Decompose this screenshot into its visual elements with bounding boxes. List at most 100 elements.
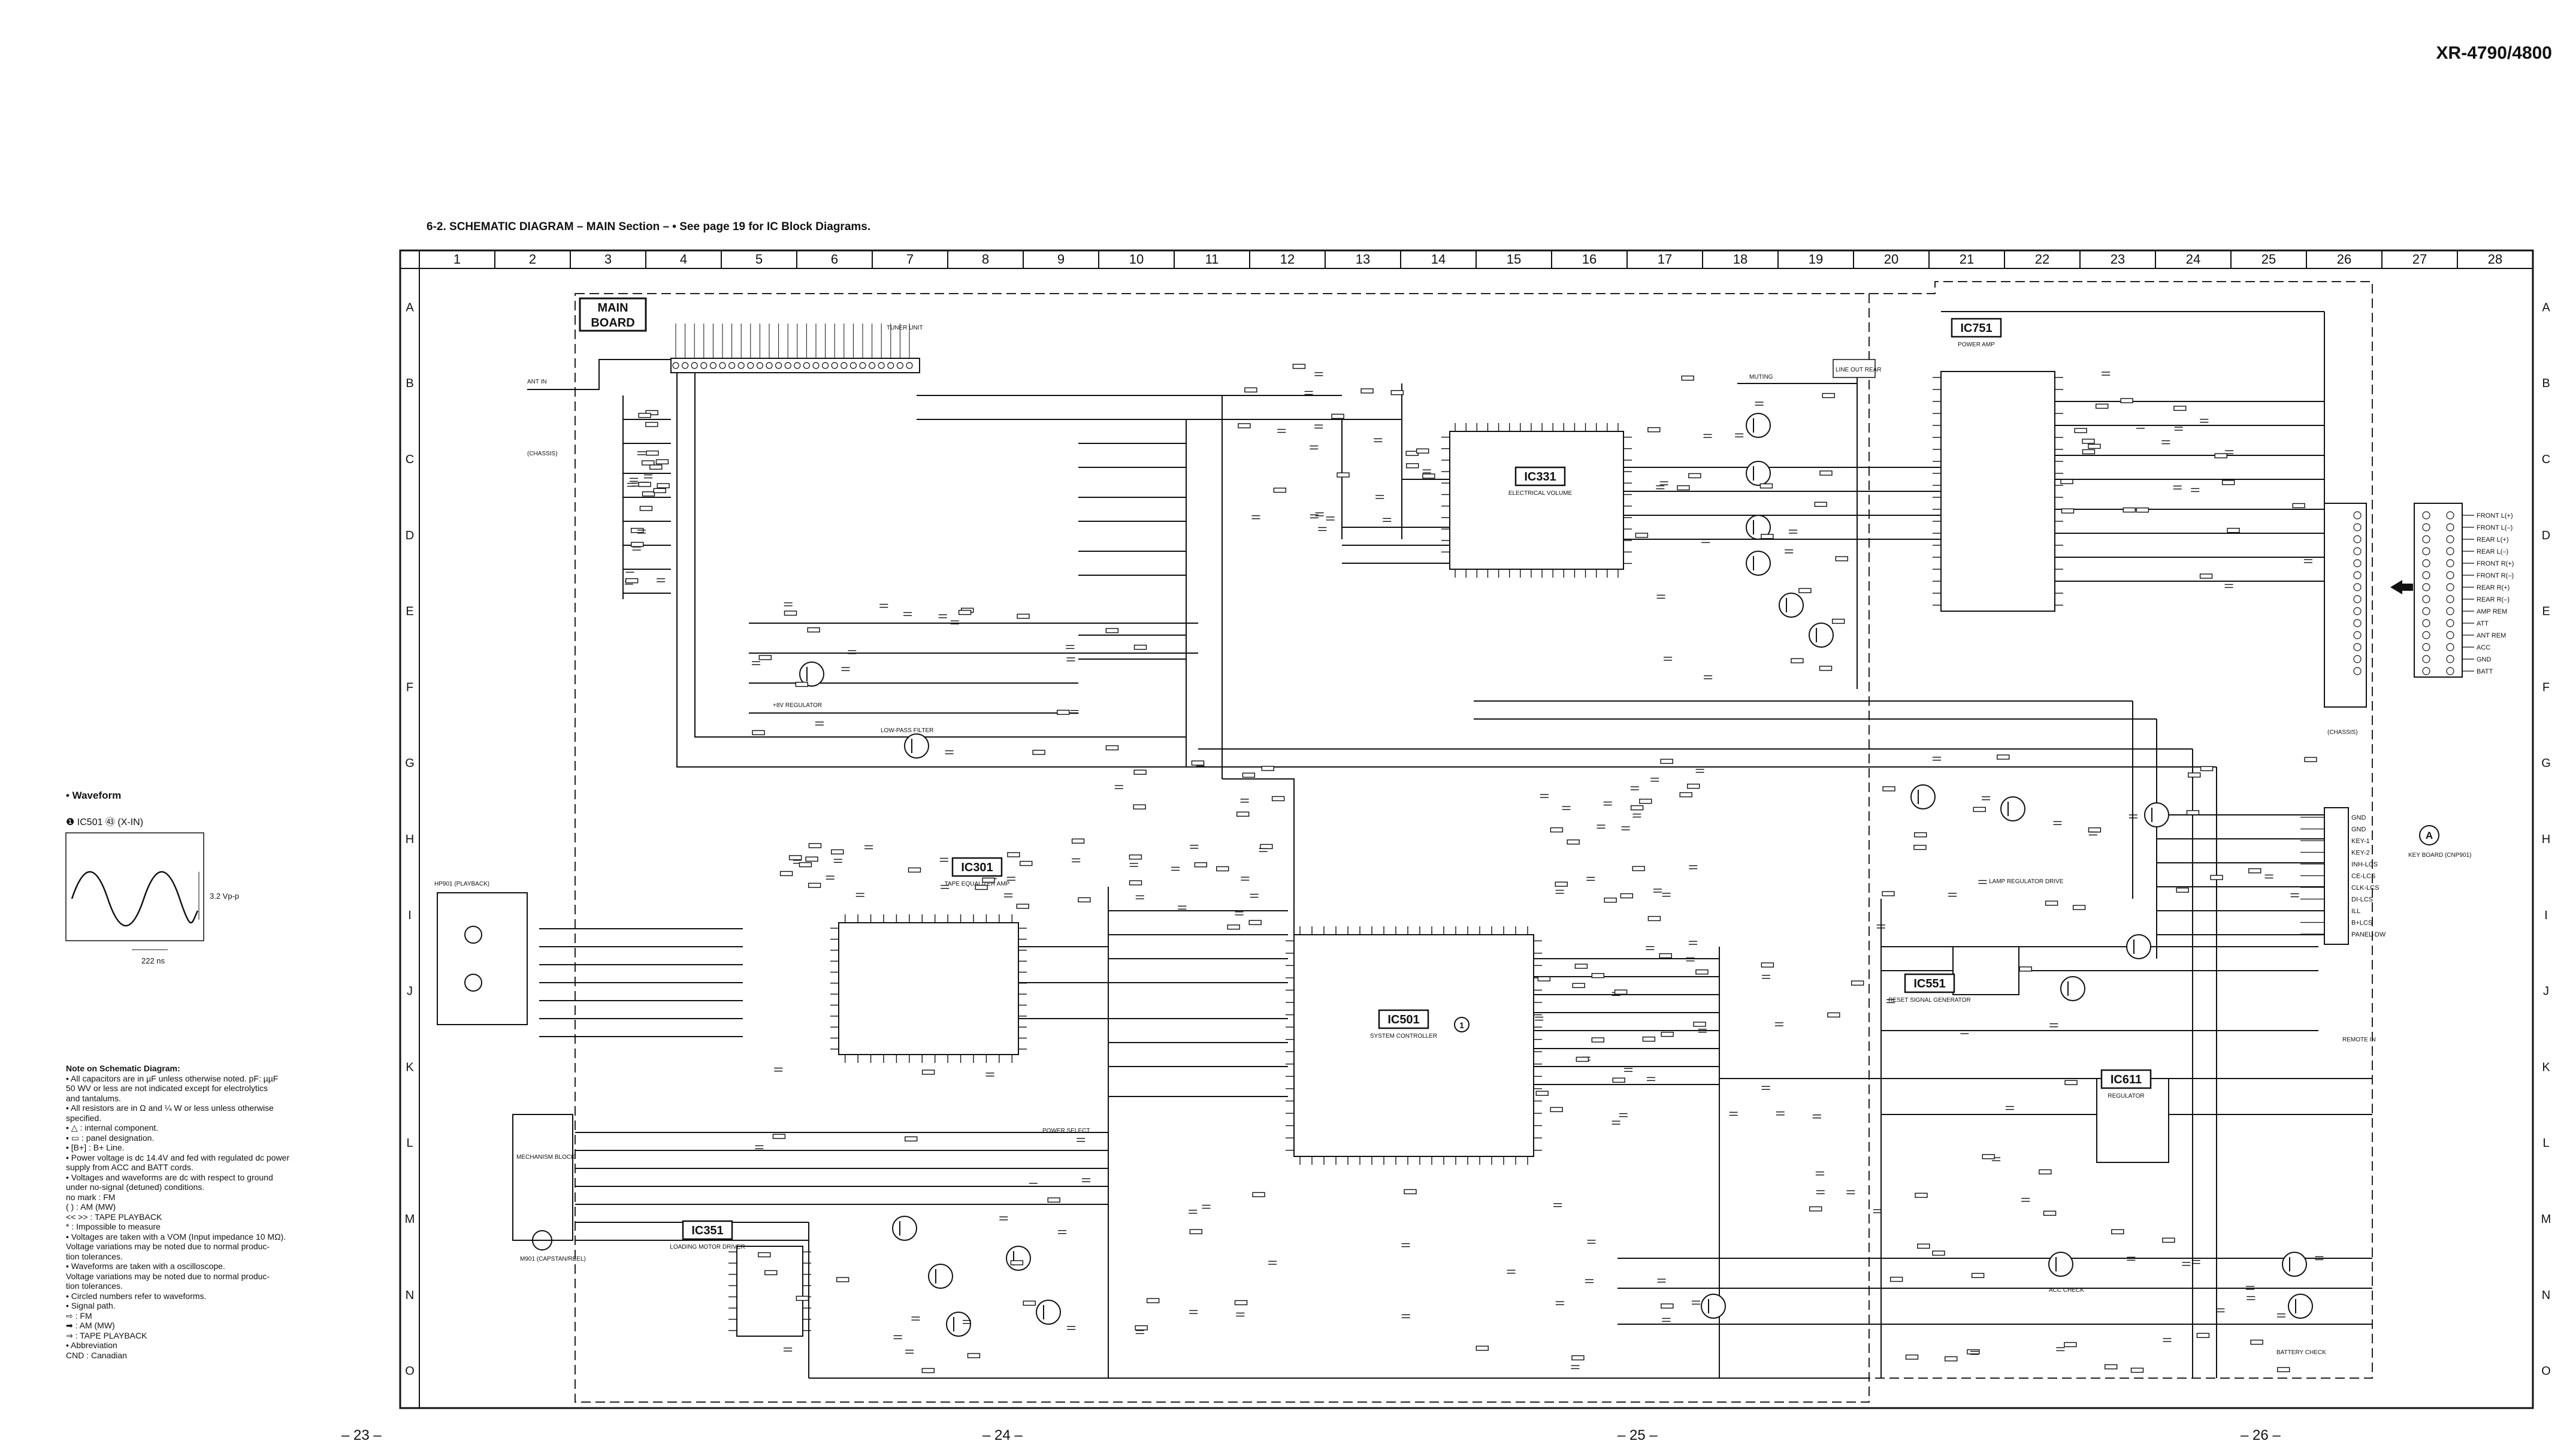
note-line: • Abbreviation — [66, 1340, 117, 1350]
ic501-name: IC501 — [1387, 1013, 1419, 1026]
row-letter: H — [2542, 833, 2550, 846]
output-pin-label: BATT — [2477, 668, 2493, 675]
column-number: 4 — [680, 252, 687, 267]
column-number: 21 — [1960, 252, 1974, 267]
row-letter: A — [2542, 301, 2550, 314]
ic751-sub: POWER AMP — [1958, 342, 1995, 348]
ic331-name: IC331 — [1524, 470, 1556, 484]
waveform-section: • Waveform ❶ IC501 ㊸ (X-IN) — [66, 790, 143, 828]
column-number: 5 — [755, 252, 763, 267]
ic301-label: IC301 TAPE EQUALIZER AMP — [945, 857, 1010, 887]
note-line: tion tolerances. — [66, 1251, 123, 1261]
row-letter: J — [2543, 985, 2549, 998]
lamp-driver-label: LAMP REGULATOR DRIVE — [1989, 878, 2064, 885]
note-line: and tantalums. — [66, 1093, 121, 1103]
note-line: ⇨ : FM — [66, 1310, 92, 1321]
column-number: 22 — [2035, 252, 2049, 267]
ic551-body — [1952, 946, 2019, 995]
row-letter: F — [2542, 681, 2550, 694]
board-label-line: BOARD — [591, 316, 634, 330]
capstan-label: M901 (CAPSTAN/REEL) — [520, 1256, 586, 1262]
waveform-trace — [71, 871, 199, 926]
output-pin-label: REAR L(+) — [2477, 536, 2509, 543]
row-letter: H — [406, 833, 414, 846]
row-letter: B — [406, 377, 413, 390]
note-line: CND : Canadian — [66, 1350, 127, 1360]
regulator-label: +8V REGULATOR — [773, 702, 822, 709]
column-number: 8 — [982, 252, 989, 267]
row-letter: F — [406, 681, 413, 694]
note-line: Voltage variations may be noted due to n… — [66, 1241, 270, 1251]
note-line: • All capacitors are in µF unless otherw… — [66, 1073, 279, 1083]
chassis-label: (CHASSIS) — [527, 451, 558, 457]
ic551-name: IC551 — [1913, 977, 1945, 990]
ic301-sub: TAPE EQUALIZER AMP — [945, 881, 1010, 887]
ic611-sub: REGULATOR — [2108, 1093, 2144, 1099]
note-line: supply from ACC and BATT cords. — [66, 1162, 193, 1172]
column-number: 18 — [1733, 252, 1747, 267]
column-number: 24 — [2186, 252, 2200, 267]
row-letter: O — [405, 1365, 415, 1378]
key-board-pin: ILL — [2351, 908, 2360, 915]
frame — [399, 249, 2534, 1409]
note-line: << >> : TAPE PLAYBACK — [66, 1212, 162, 1222]
column-number: 26 — [2337, 252, 2351, 267]
ic331-label: IC331 ELECTRICAL VOLUME — [1508, 466, 1572, 497]
board-label-line: MAIN — [597, 301, 628, 315]
note-line: • △ : internal component. — [66, 1123, 159, 1132]
column-number: 9 — [1057, 252, 1065, 267]
diagram-title: 6-2. SCHEMATIC DIAGRAM – MAIN Section – … — [427, 220, 871, 233]
note-line: * : Impossible to measure — [66, 1222, 161, 1231]
row-letter: I — [2544, 909, 2548, 922]
ic351-label: IC351 LOADING MOTOR DRIVER — [670, 1220, 745, 1250]
key-board-circle-icon — [2419, 825, 2439, 845]
row-letter: G — [405, 757, 415, 770]
ic501-label: IC501 SYSTEM CONTROLLER — [1370, 1009, 1437, 1040]
output-pin-label: FRONT L(–) — [2477, 524, 2512, 531]
column-number: 16 — [1582, 252, 1597, 267]
svg-text:1: 1 — [1459, 1020, 1464, 1030]
row-letter: K — [2542, 1061, 2550, 1074]
output-pin-label: FRONT L(+) — [2477, 512, 2513, 519]
note-line: • Voltages are taken with a VOM (Input i… — [66, 1231, 286, 1241]
key-board-pin: KEY-2 — [2351, 850, 2370, 857]
low-pass-label: LOW-PASS FILTER — [881, 727, 933, 734]
column-number: 19 — [1809, 252, 1823, 267]
page-number: – 26 – — [2241, 1427, 2281, 1443]
page-number: – 24 – — [982, 1427, 1023, 1443]
output-pin-label: REAR R(–) — [2477, 596, 2510, 603]
key-board-pin: KEY-1 — [2351, 838, 2370, 845]
column-number: 15 — [1507, 252, 1521, 267]
row-letter: A — [406, 301, 414, 314]
note-line: • Signal path. — [66, 1301, 116, 1310]
output-pin-label: REAR R(+) — [2477, 584, 2510, 591]
model-number: XR-4790/4800 — [2436, 43, 2552, 63]
row-letter: N — [406, 1289, 414, 1302]
ant-in-label: ANT IN — [527, 379, 547, 385]
note-line: • Waveforms are taken with a oscilloscop… — [66, 1261, 225, 1271]
page-number: – 23 – — [341, 1427, 382, 1443]
row-letter: E — [406, 605, 413, 618]
battery-check-label: BATTERY CHECK — [2276, 1349, 2326, 1356]
key-board-pin: GND — [2351, 826, 2366, 833]
column-number: 3 — [604, 252, 612, 267]
column-number: 10 — [1129, 252, 1144, 267]
muting-label: MUTING — [1749, 374, 1773, 380]
ic501-body — [1293, 934, 1534, 1157]
note-line: • Circled numbers refer to waveforms. — [66, 1291, 207, 1301]
ic611-body — [2096, 1078, 2169, 1163]
remote-in-label: REMOTE IN — [2342, 1037, 2376, 1043]
output-pin-label: FRONT R(+) — [2477, 560, 2514, 567]
ic611-name: IC611 — [2111, 1073, 2142, 1086]
column-number: 17 — [1658, 252, 1672, 267]
column-number: 14 — [1431, 252, 1446, 267]
left-labels: ANT IN (CHASSIS) HP901 (PLAYBACK) MECHAN… — [434, 379, 586, 1262]
output-pin-label: AMP REM — [2477, 608, 2507, 615]
note-line: specified. — [66, 1113, 102, 1123]
row-letter: G — [2541, 757, 2551, 770]
note-line: ( ) : AM (MW) — [66, 1202, 116, 1212]
ic351-sub: LOADING MOTOR DRIVER — [670, 1244, 745, 1250]
row-letter: O — [2541, 1365, 2551, 1378]
row-letter: C — [2542, 453, 2550, 466]
